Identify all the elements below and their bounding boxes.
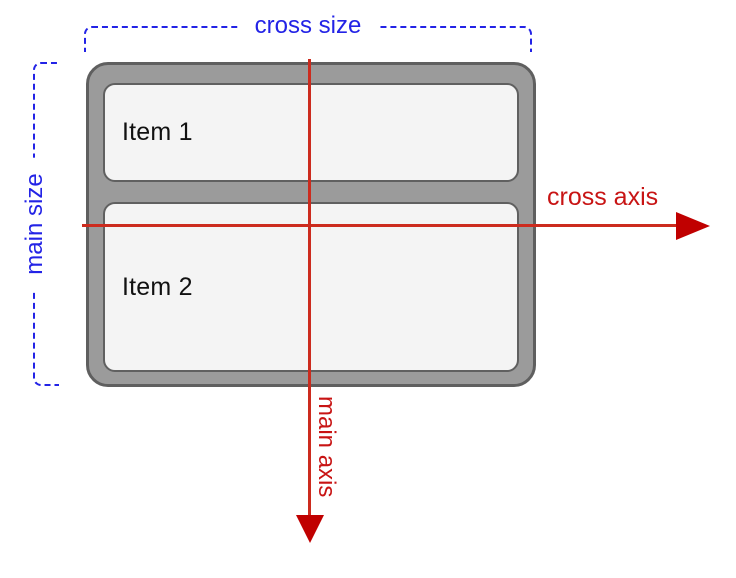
main-axis-line [308, 59, 311, 516]
flex-item-2-label: Item 2 [122, 272, 193, 301]
flex-item-1: Item 1 [103, 83, 519, 182]
cross-axis-label: cross axis [547, 183, 659, 211]
main-axis-label: main axis [313, 396, 340, 498]
cross-axis-line [82, 224, 678, 227]
cross-axis-arrowhead-icon [676, 212, 710, 240]
main-axis-arrowhead-icon [296, 515, 324, 543]
flex-item-2: Item 2 [103, 202, 519, 372]
cross-size-label: cross size [238, 11, 378, 40]
flex-item-1-label: Item 1 [122, 118, 193, 146]
main-size-label: main size [19, 157, 51, 291]
cross-size-bracket: cross size [84, 11, 532, 52]
main-size-bracket: main size [19, 62, 59, 386]
